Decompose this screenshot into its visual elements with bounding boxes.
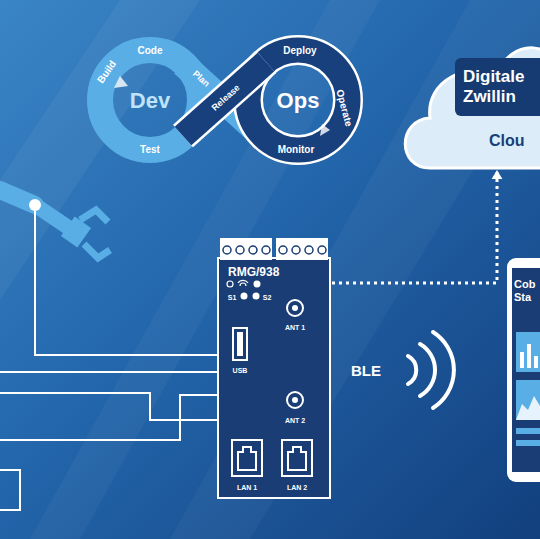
loop-arrow	[114, 76, 128, 88]
wireless-label: BLE	[351, 363, 381, 378]
area-chart	[516, 396, 540, 420]
port-label: LAN 1	[237, 484, 257, 491]
port-label: ANT 2	[285, 417, 305, 424]
led	[241, 293, 248, 300]
gripper-finger	[84, 244, 110, 258]
port-label: S2	[263, 294, 272, 301]
phase-label: Test	[140, 145, 160, 155]
chart-tile	[516, 380, 540, 420]
chart-line	[516, 440, 540, 446]
led	[253, 293, 260, 300]
antenna-connector	[287, 300, 303, 316]
bg-stripe	[170, 0, 540, 539]
led	[254, 281, 261, 288]
bg-stripe	[30, 0, 380, 539]
usb-port	[237, 332, 243, 356]
twin-box: Digitale Zwillin	[455, 58, 540, 116]
wires	[0, 211, 218, 510]
loop-title: Ops	[277, 90, 320, 112]
port-label: S1	[228, 294, 237, 301]
node-text: RMG/938	[228, 266, 279, 280]
lan-ports	[232, 440, 312, 476]
gateway-device: RMG/938	[218, 238, 330, 498]
chart-line	[516, 428, 540, 434]
release-band-outline	[183, 62, 266, 136]
robot-joint	[29, 199, 41, 211]
phase-label: Code	[138, 46, 163, 56]
antenna-connector	[292, 305, 298, 311]
loop-arrow	[320, 124, 330, 136]
phase-label: Monitor	[278, 145, 315, 155]
tablet-screen	[512, 268, 540, 472]
antenna-connector	[287, 392, 303, 408]
terminal-screws	[223, 246, 326, 254]
robot-arm	[35, 205, 72, 230]
device-body	[218, 258, 330, 498]
arrow-head	[492, 170, 503, 179]
node-text: Digitale Zwillin	[463, 67, 533, 106]
node-text: Cob Sta	[514, 278, 540, 303]
tablet-body	[507, 258, 540, 482]
node-text: Clou	[489, 132, 525, 150]
cloud-shape: Clou Digitale Zwillin	[405, 38, 540, 168]
tablet: Cob Sta	[507, 258, 540, 482]
port-label: ANT 1	[285, 324, 305, 331]
dotted-connector	[332, 170, 497, 283]
bar-chart	[520, 344, 538, 368]
phase-label: Deploy	[283, 46, 316, 56]
port-label: LAN 2	[287, 484, 307, 491]
gripper-finger	[80, 210, 108, 222]
chart-tile	[516, 332, 540, 372]
release-band	[183, 62, 266, 136]
terminal-block	[220, 238, 272, 260]
antenna-connector	[292, 397, 298, 403]
usb-port	[233, 328, 247, 360]
bg-stripe	[0, 0, 200, 300]
terminal-block	[276, 238, 328, 260]
status-icons	[227, 280, 248, 287]
loop-title: Dev	[130, 90, 170, 112]
port-label: USB	[233, 367, 248, 374]
ble-waves	[408, 332, 454, 408]
